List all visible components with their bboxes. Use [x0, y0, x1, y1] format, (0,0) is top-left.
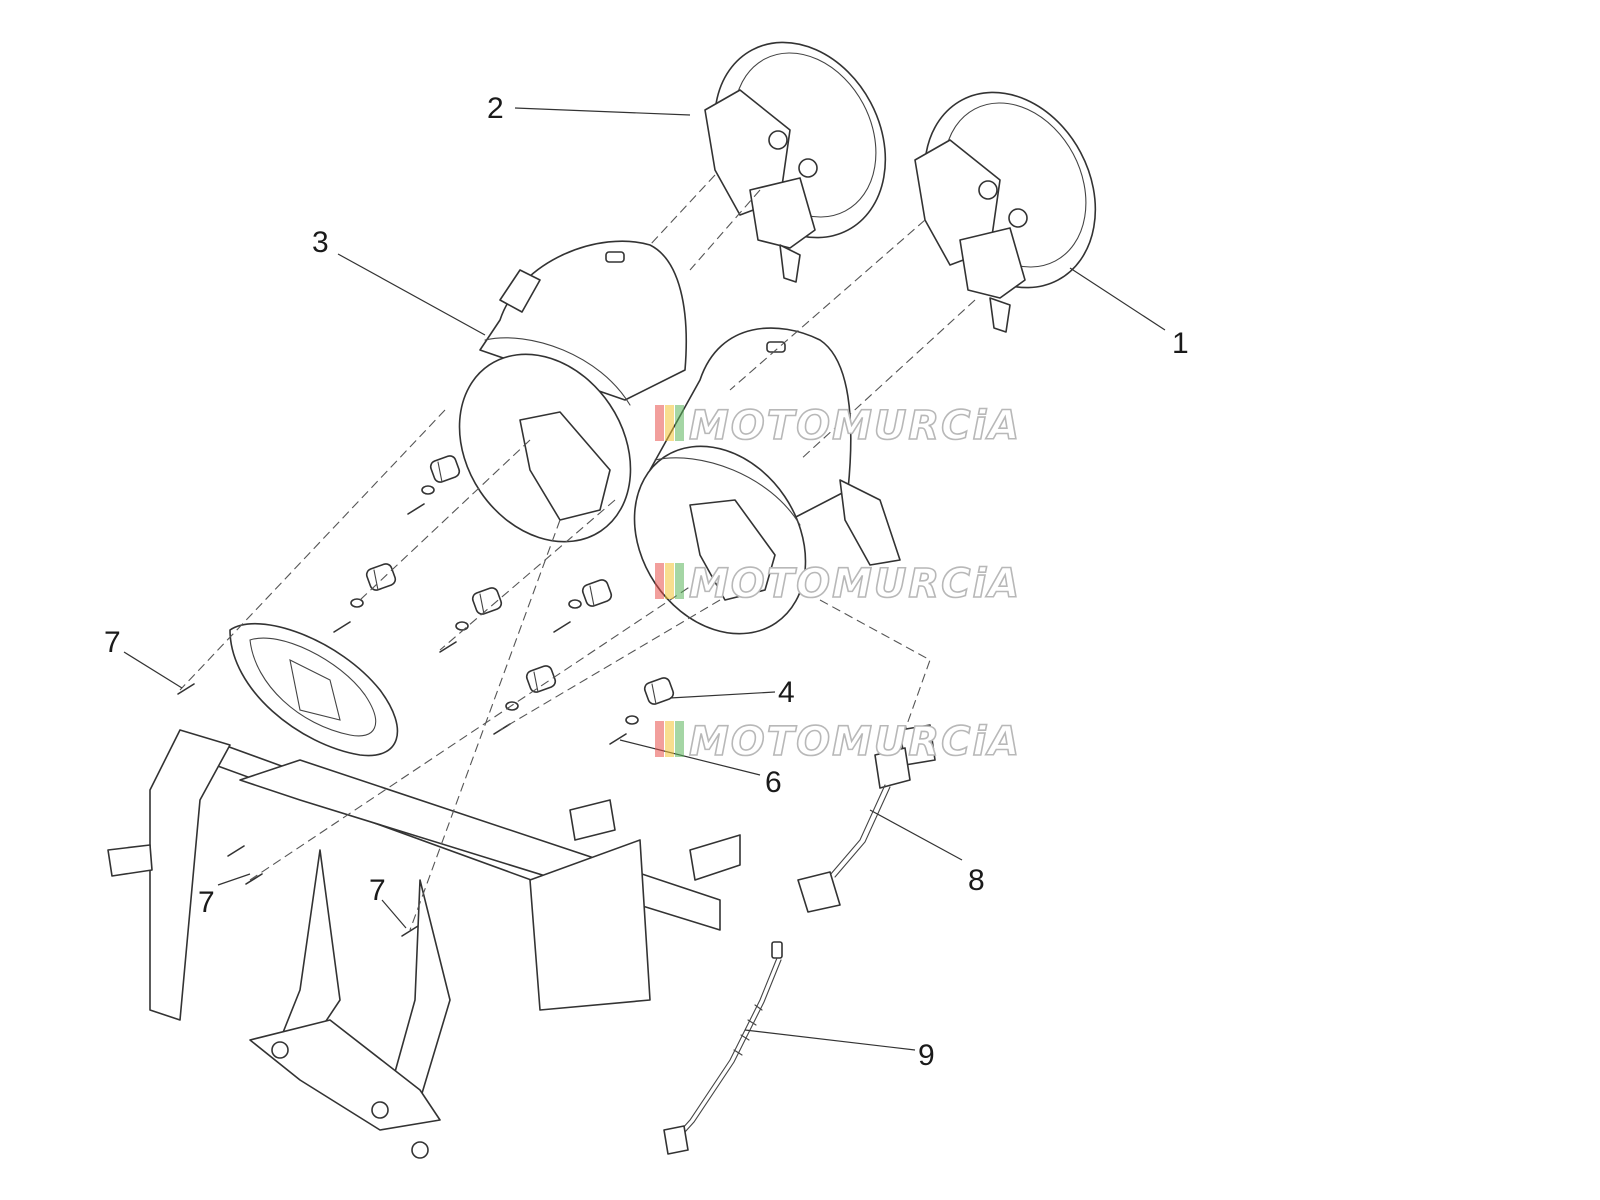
watermark-stripe [655, 405, 664, 441]
watermark: MOTOMURCiA [655, 718, 1021, 766]
watermark-stripe [655, 563, 664, 599]
watermark-stripe [675, 405, 684, 441]
washer-group [350, 485, 639, 725]
callout-3: 3 [312, 226, 329, 259]
callout-7-left: 7 [198, 886, 215, 919]
callout-8: 8 [968, 864, 985, 897]
callout-2: 2 [487, 92, 504, 125]
watermark: MOTOMURCiA [655, 402, 1021, 450]
assembly-guide-lines [179, 174, 976, 931]
screw-group [177, 503, 627, 937]
grommet [365, 563, 397, 591]
callout-7-right: 7 [369, 874, 386, 907]
watermark-text: MOTOMURCiA [689, 561, 1021, 607]
watermark: MOTOMURCiA [655, 560, 1021, 608]
instrument-2 [704, 41, 887, 283]
watermark-stripe [665, 563, 674, 599]
instrument-1 [914, 91, 1097, 333]
watermark-stripe [675, 563, 684, 599]
callout-4: 4 [778, 676, 795, 709]
grommet [643, 677, 675, 705]
watermark-stripe [665, 405, 674, 441]
watermark-stripe [655, 721, 664, 757]
grommet [525, 665, 557, 693]
grommet [471, 587, 503, 615]
watermark-text: MOTOMURCiA [689, 719, 1021, 765]
watermark-stripe [665, 721, 674, 757]
grommet-group [365, 455, 675, 705]
callout-1: 1 [1172, 327, 1189, 360]
mounting-frame [107, 622, 741, 1159]
callout-leaders [123, 107, 1166, 1051]
watermark-text: MOTOMURCiA [689, 403, 1021, 449]
wiring-harness-9 [663, 941, 783, 1155]
grommet [581, 579, 613, 607]
watermark-stripe [675, 721, 684, 757]
sensor-cable-8 [797, 724, 936, 913]
grommet [429, 455, 461, 483]
callout-labels: 1 2 3 4 6 7 7 7 8 9 [104, 92, 1189, 1072]
callout-6: 6 [765, 766, 782, 799]
callout-7-top: 7 [104, 626, 121, 659]
callout-9: 9 [918, 1039, 935, 1072]
